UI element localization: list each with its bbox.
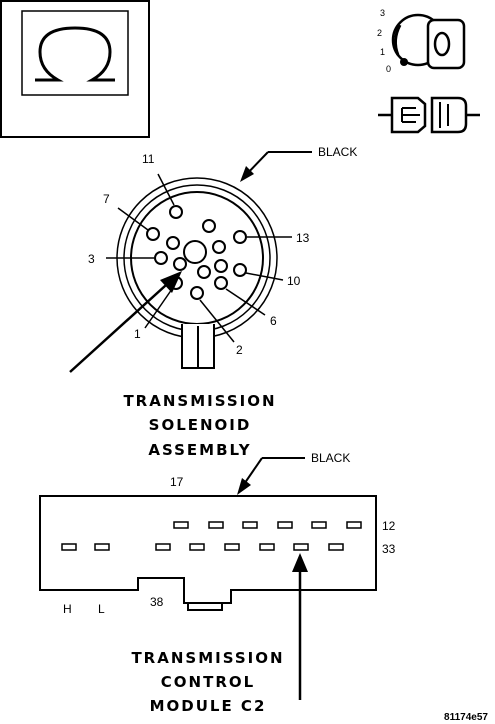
center-keyway (183, 240, 207, 264)
cavity (214, 259, 228, 273)
terminal (189, 543, 205, 551)
terminal-tested (293, 543, 309, 551)
solenoid-color-label: BLACK (318, 145, 357, 159)
module-color-label: BLACK (311, 451, 350, 465)
cavity-10 (233, 263, 247, 277)
terminal (224, 543, 240, 551)
terminal-12 (346, 521, 362, 529)
pin-label-h: H (63, 602, 72, 616)
key-head (426, 18, 466, 70)
terminal-h (61, 543, 77, 551)
cavity (197, 265, 211, 279)
pin-label-11: 11 (142, 152, 155, 166)
terminal (173, 521, 189, 529)
cavity (173, 257, 187, 271)
cavity-7 (146, 227, 160, 241)
cavity-3 (154, 251, 168, 265)
ignition-key-icon: 3 2 1 0 (377, 8, 466, 74)
pin-label-l: L (98, 602, 105, 616)
cavity-2 (190, 286, 204, 300)
module-title-line-2: CONTROL (161, 673, 255, 691)
ohm-inner-frame (21, 10, 129, 96)
pin-label-12: 12 (382, 519, 396, 533)
solenoid-title-line-3: ASSEMBLY (148, 441, 251, 459)
ignition-pos-2: 2 (377, 28, 382, 38)
terminal (208, 521, 224, 529)
terminal-33 (328, 543, 344, 551)
connector-plug-icon (378, 96, 480, 134)
cavity (212, 240, 226, 254)
pin-label-33: 33 (382, 542, 396, 556)
pin-label-2: 2 (236, 343, 243, 357)
solenoid-title-line-1: TRANSMISSION (123, 392, 276, 410)
ignition-pos-0: 0 (386, 64, 391, 74)
pin-label-10: 10 (287, 274, 301, 288)
figure-code: 81174e57 (444, 712, 488, 723)
ignition-pos-1: 1 (380, 47, 385, 57)
module-title-line-1: TRANSMISSION (131, 649, 284, 667)
module-c2-connector: BLACK 17 12 33 38 H L TRANSMISSION CONTR… (39, 451, 396, 715)
terminal (259, 543, 275, 551)
pin-label-1: 1 (134, 327, 141, 341)
terminal (155, 543, 171, 551)
pin-label-7: 7 (103, 192, 110, 206)
solenoid-connector: BLACK 11 7 13 3 10 6 2 (69, 145, 357, 459)
ohm-outer-frame (0, 0, 150, 138)
pin-label-3: 3 (88, 252, 95, 266)
terminal (311, 521, 327, 529)
pin-label-13: 13 (296, 231, 310, 245)
pin-label-17: 17 (170, 475, 184, 489)
cavity (202, 219, 216, 233)
cavity-13 (233, 230, 247, 244)
pin-label-6: 6 (270, 314, 277, 328)
terminal (242, 521, 258, 529)
solenoid-pointer-arrow (69, 275, 177, 373)
solenoid-title-line-2: SOLENOID (149, 416, 252, 434)
terminal-l (94, 543, 110, 551)
module-title-line-3: MODULE C2 (150, 697, 267, 715)
ohmmeter-symbol (0, 0, 150, 138)
module-housing (39, 495, 377, 604)
cavity-6 (214, 276, 228, 290)
omega-icon (35, 26, 115, 82)
cavity (166, 236, 180, 250)
cavity-11 (169, 205, 183, 219)
pin-label-38: 38 (150, 595, 164, 609)
ignition-pos-3: 3 (380, 8, 385, 18)
terminal (277, 521, 293, 529)
